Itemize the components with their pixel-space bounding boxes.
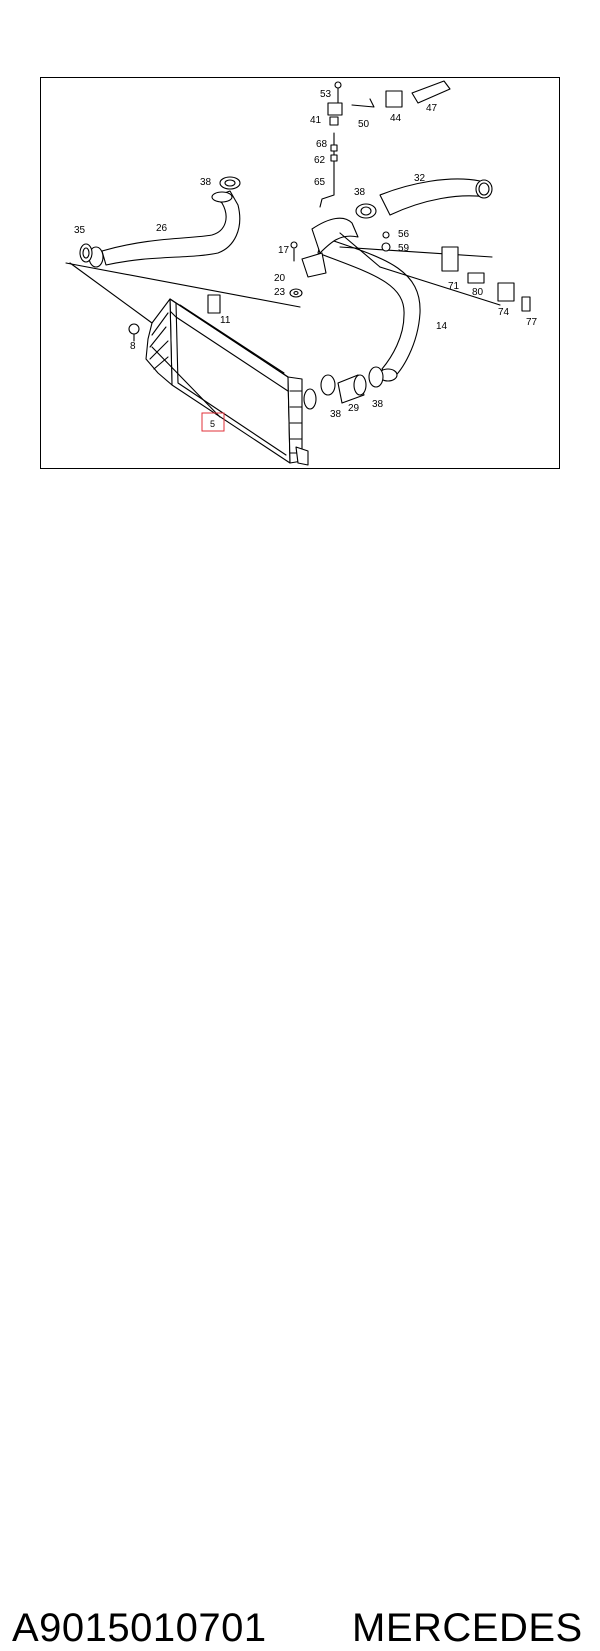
charge-hose-26[interactable] [65,190,301,308]
vacuum-line-65[interactable] [319,116,339,208]
connector-80[interactable] [467,272,485,284]
clip-50[interactable] [351,98,375,108]
label-38-lower-right: 38 [372,399,384,410]
label-29: 29 [348,403,360,414]
label-47: 47 [426,103,438,114]
label-80: 80 [472,287,484,298]
connector-47[interactable] [411,80,451,104]
label-8: 8 [130,341,136,352]
coupling-29[interactable] [337,374,367,404]
label-62: 62 [314,155,326,166]
hose-clamp-38-left-lower[interactable] [320,374,336,396]
fitting-77[interactable] [521,296,531,312]
connector-pipe[interactable] [311,217,501,306]
screw-8[interactable] [128,323,140,342]
part-number: A9015010701 [12,1606,267,1650]
label-38-top: 38 [200,177,212,188]
label-38-mid: 38 [354,187,366,198]
hose-clamp-38-top[interactable] [219,176,241,190]
nut-56[interactable] [381,231,391,252]
charge-pipe-32[interactable] [379,178,493,216]
sensor-74[interactable] [497,282,515,302]
label-38-lower-left: 38 [330,409,342,420]
hose-clamp-38-mid[interactable] [355,203,377,219]
label-50: 50 [358,119,370,130]
sensor-71[interactable] [441,246,459,272]
label-56: 56 [398,229,410,240]
connector-44[interactable] [385,90,403,108]
label-44: 44 [390,113,402,124]
caption: A9015010701 MERCEDES [0,800,600,1650]
parts-diagram: 53 41 50 44 47 68 62 65 38 38 32 35 26 1… [40,77,560,469]
label-35: 35 [74,225,86,236]
label-26: 26 [156,223,168,234]
sensor-41[interactable] [327,81,343,116]
label-32: 32 [414,173,426,184]
label-14: 14 [436,321,448,332]
label-11: 11 [220,315,231,326]
label-5: 5 [210,419,215,429]
brand-name: MERCEDES [352,1606,583,1650]
mount-bracket-20[interactable] [289,241,327,298]
label-77: 77 [526,317,538,328]
bracket-11[interactable] [207,294,221,314]
label-71: 71 [448,281,460,292]
label-17: 17 [278,245,290,256]
label-59: 59 [398,243,410,254]
intercooler-part[interactable] [69,262,317,466]
label-65: 65 [314,177,326,188]
label-74: 74 [498,307,510,318]
highlight-box-part-5[interactable] [201,412,225,432]
label-20: 20 [274,273,286,284]
label-41: 41 [310,115,322,126]
label-68: 68 [316,139,328,150]
hose-clamp-38-right-lower[interactable] [368,366,384,388]
label-23: 23 [274,287,286,298]
label-53: 53 [320,89,332,100]
